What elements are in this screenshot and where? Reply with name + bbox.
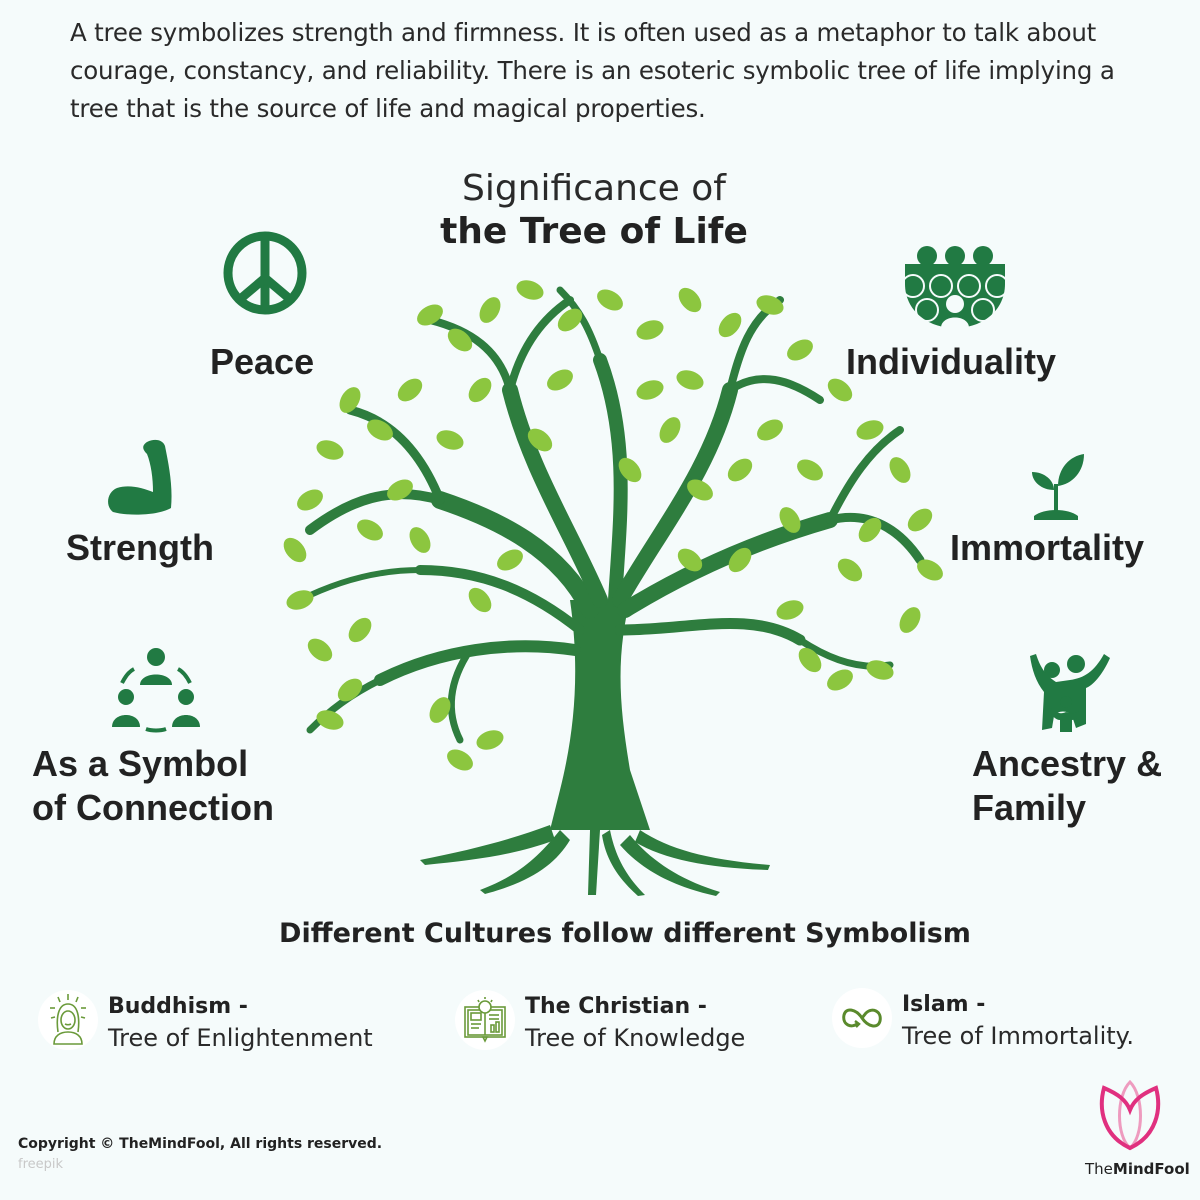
themindfool-logo: TheMindFool <box>1085 1079 1190 1178</box>
crowd-individual-icon <box>905 246 1005 328</box>
cultures-heading: Different Cultures follow different Symb… <box>279 918 971 949</box>
culture-item-buddhism: Buddhism - Tree of Enlightenment <box>38 990 373 1054</box>
label-strength: Strength <box>66 527 214 568</box>
label-ancestry-line-1: Ancestry & <box>972 743 1163 784</box>
tree-of-life-illustration <box>283 280 943 896</box>
label-individuality: Individuality <box>846 341 1057 382</box>
knowledge-book-icon <box>464 997 506 1043</box>
sprout-icon <box>1032 454 1084 520</box>
label-ancestry-family: Ancestry & Family <box>972 742 1162 830</box>
family-icon <box>1030 654 1110 732</box>
culture-item-islam: Islam - Tree of Immortality. <box>832 988 1135 1052</box>
label-immortality: Immortality <box>950 527 1145 568</box>
culture-desc: Tree of Knowledge <box>525 1024 746 1052</box>
culture-desc: Tree of Immortality. <box>902 1022 1135 1050</box>
flexed-arm-icon <box>108 439 172 515</box>
title-line-1: Significance of <box>462 168 726 209</box>
intro-paragraph: A tree symbolizes strength and firmness.… <box>70 18 1115 123</box>
brand-light: The <box>1085 1160 1113 1178</box>
brand-name: TheMindFool <box>1085 1160 1190 1178</box>
culture-item-christian: The Christian - Tree of Knowledge <box>455 990 746 1054</box>
culture-desc: Tree of Enlightenment <box>108 1024 373 1052</box>
culture-name: Buddhism - <box>108 994 248 1019</box>
culture-name: Islam - <box>902 992 986 1017</box>
connected-people-icon <box>112 648 200 733</box>
culture-name: The Christian - <box>525 994 707 1019</box>
label-ancestry-line-2: Family <box>972 787 1087 828</box>
peace-icon <box>223 231 307 315</box>
label-connection: As a Symbol of Connection <box>32 742 274 830</box>
label-connection-line-2: of Connection <box>32 787 274 828</box>
infinity-icon <box>842 1008 882 1028</box>
brand-bold: MindFool <box>1112 1160 1190 1178</box>
enlightened-person-icon <box>50 994 86 1045</box>
label-peace: Peace <box>210 341 315 382</box>
label-connection-line-1: As a Symbol <box>32 743 249 784</box>
freepik-credit: freepik <box>18 1157 64 1172</box>
copyright-text: Copyright © TheMindFool, All rights rese… <box>18 1136 383 1152</box>
lotus-logo-icon <box>1099 1079 1161 1151</box>
page-title: Significance of the Tree of Life <box>0 168 1200 254</box>
title-line-2: the Tree of Life <box>440 211 748 252</box>
